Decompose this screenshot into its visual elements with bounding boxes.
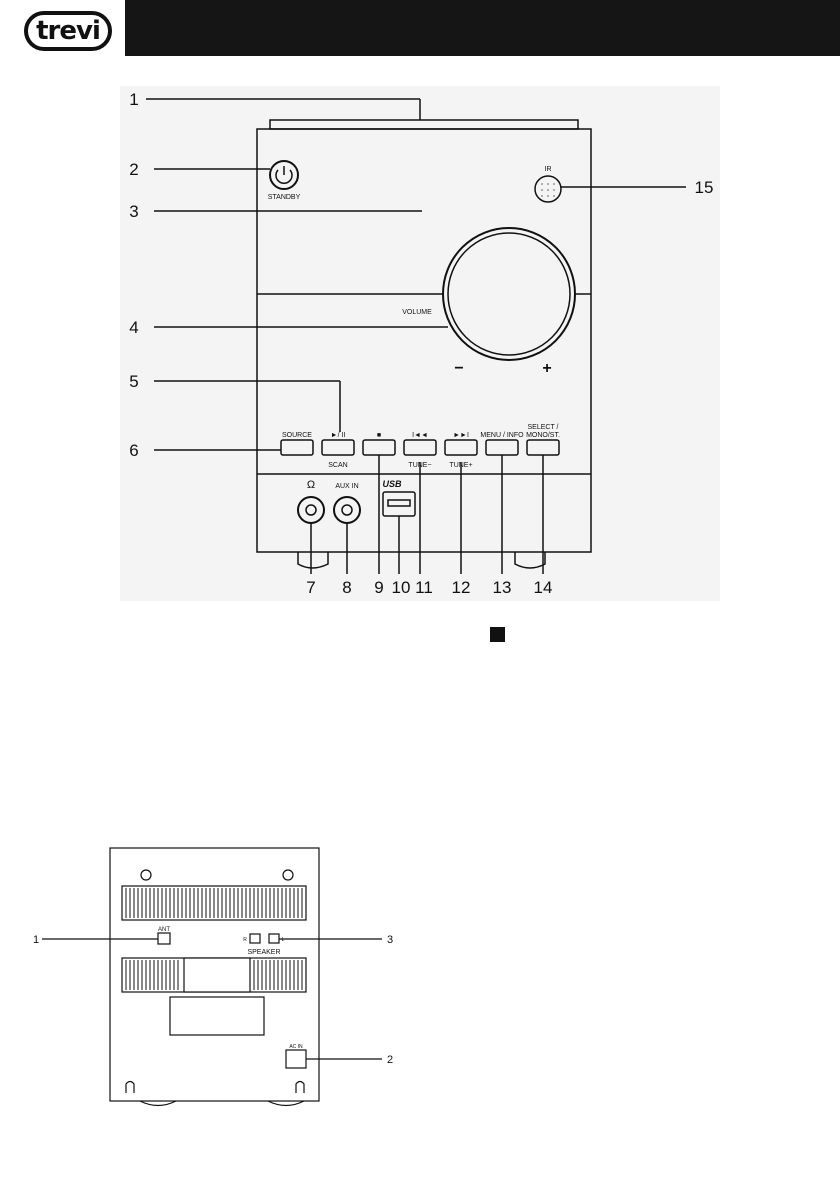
rear-panel-drawing: ANT SPEAKER R L AC IN 1 3 2: [30, 838, 410, 1118]
select-button: [527, 440, 559, 455]
rear-screw-right: [283, 870, 293, 880]
next-label: ►►I: [453, 432, 469, 439]
callout-11: 11: [415, 578, 433, 597]
volume-plus: +: [542, 360, 551, 377]
ac-in-socket: [286, 1050, 306, 1068]
stop-button: [363, 440, 395, 455]
callout-12: 12: [452, 578, 471, 597]
tune-plus-label: TUNE+: [449, 462, 472, 469]
front-panel-figure: STANDBY IR VOLUME SOURCE ►/ II SCAN ■ I◄…: [120, 86, 720, 601]
play-pause-button: [322, 440, 354, 455]
callout-8: 8: [342, 578, 351, 597]
aux-in-jack-hole: [342, 505, 352, 515]
header-bar: [125, 0, 840, 56]
select-label-line1: SELECT /: [528, 424, 559, 431]
black-square-marker: [490, 627, 505, 642]
top-rim: [270, 120, 578, 129]
right-foot: [515, 552, 545, 568]
volume-knob-inner: [448, 233, 570, 355]
source-label: SOURCE: [282, 432, 312, 439]
ir-sensor-dots: [541, 183, 555, 197]
menu-info-button: [486, 440, 518, 455]
volume-knob-outer: [443, 228, 575, 360]
aux-in-jack: [334, 497, 360, 523]
menu-info-label: MENU / INFO: [480, 432, 524, 439]
rear-callout-1: 1: [33, 934, 39, 946]
aux-in-label: AUX IN: [335, 483, 358, 490]
speaker-terminal-l: [269, 934, 279, 943]
ant-label: ANT: [158, 927, 170, 933]
page-header: trevi: [0, 0, 840, 56]
callout-10: 10: [392, 578, 411, 597]
speaker-label: SPEAKER: [247, 949, 280, 956]
callout-5: 5: [129, 372, 138, 391]
volume-minus: −: [454, 360, 463, 377]
rear-foot-left: [126, 1082, 134, 1094]
callout-1: 1: [129, 90, 138, 109]
rear-callout-3: 3: [387, 934, 393, 946]
callout-3: 3: [129, 202, 138, 221]
speaker-r-label: R: [243, 937, 247, 943]
rear-base-left: [140, 1101, 176, 1106]
callout-7: 7: [306, 578, 315, 597]
rear-screw-left: [141, 870, 151, 880]
ant-socket: [158, 933, 170, 944]
speaker-l-label: L: [282, 937, 285, 943]
standby-label: STANDBY: [268, 194, 301, 201]
stop-label: ■: [377, 432, 381, 439]
callout-15: 15: [695, 178, 714, 197]
callout-4: 4: [129, 318, 138, 337]
callout-14: 14: [534, 578, 553, 597]
headphone-jack: [298, 497, 324, 523]
headphone-icon: Ω: [307, 479, 315, 491]
logo-text: trevi: [36, 16, 100, 46]
prev-button: [404, 440, 436, 455]
rear-rating-plate: [170, 997, 264, 1035]
callout-9: 9: [374, 578, 383, 597]
speaker-terminal-r: [250, 934, 260, 943]
usb-slot: [388, 500, 410, 506]
callout-13: 13: [493, 578, 512, 597]
left-foot: [298, 552, 328, 568]
next-button: [445, 440, 477, 455]
rear-base-right: [268, 1101, 304, 1106]
callout-2: 2: [129, 160, 138, 179]
headphone-jack-hole: [306, 505, 316, 515]
prev-label: I◄◄: [412, 432, 428, 439]
rear-label-plate: [184, 958, 250, 992]
scan-label: SCAN: [328, 462, 347, 469]
play-pause-label: ►/ II: [331, 432, 346, 439]
source-button: [281, 440, 313, 455]
usb-logo: USB: [382, 479, 402, 489]
ac-in-label: AC IN: [289, 1044, 303, 1050]
select-label-line2: MONO/ST.: [526, 432, 560, 439]
ir-label: IR: [545, 166, 552, 173]
rear-callout-2: 2: [387, 1054, 393, 1066]
trevi-logo: trevi: [24, 11, 112, 51]
volume-label: VOLUME: [402, 309, 432, 316]
tune-minus-label: TUNE−: [408, 462, 431, 469]
front-panel-drawing: STANDBY IR VOLUME SOURCE ►/ II SCAN ■ I◄…: [120, 86, 720, 601]
callout-6: 6: [129, 441, 138, 460]
rear-foot-right: [296, 1082, 304, 1094]
